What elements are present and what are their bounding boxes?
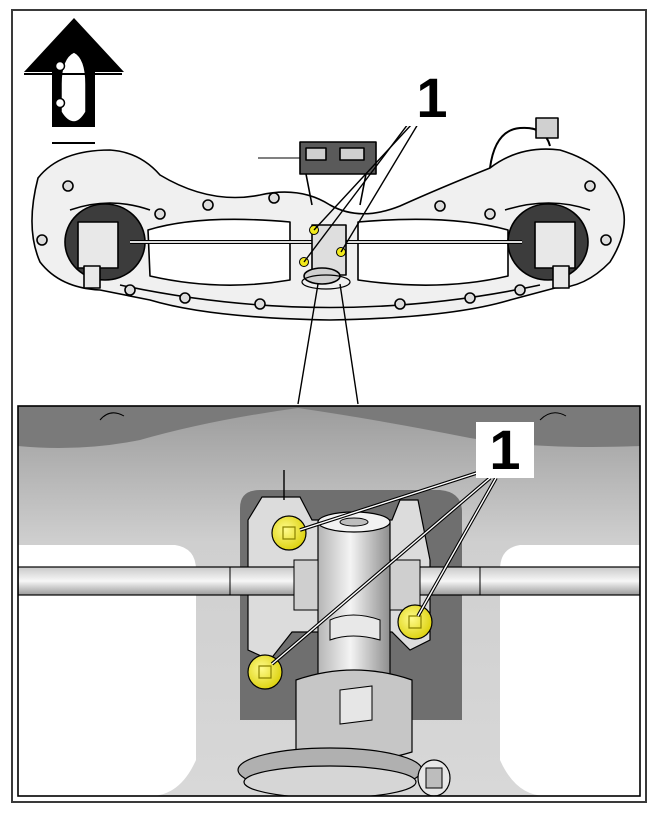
subframe-overview (31, 117, 626, 321)
detail-frame (17, 405, 641, 797)
forward-arrow-car-icon (24, 18, 124, 144)
torx-bolt-icon (247, 515, 433, 690)
callout-label-detail: 1 (476, 422, 534, 478)
callout-label-overview: 1 (403, 70, 461, 126)
magnifier-cone (297, 283, 359, 405)
detail-view (18, 406, 640, 796)
leader-lines-overview (303, 123, 419, 263)
